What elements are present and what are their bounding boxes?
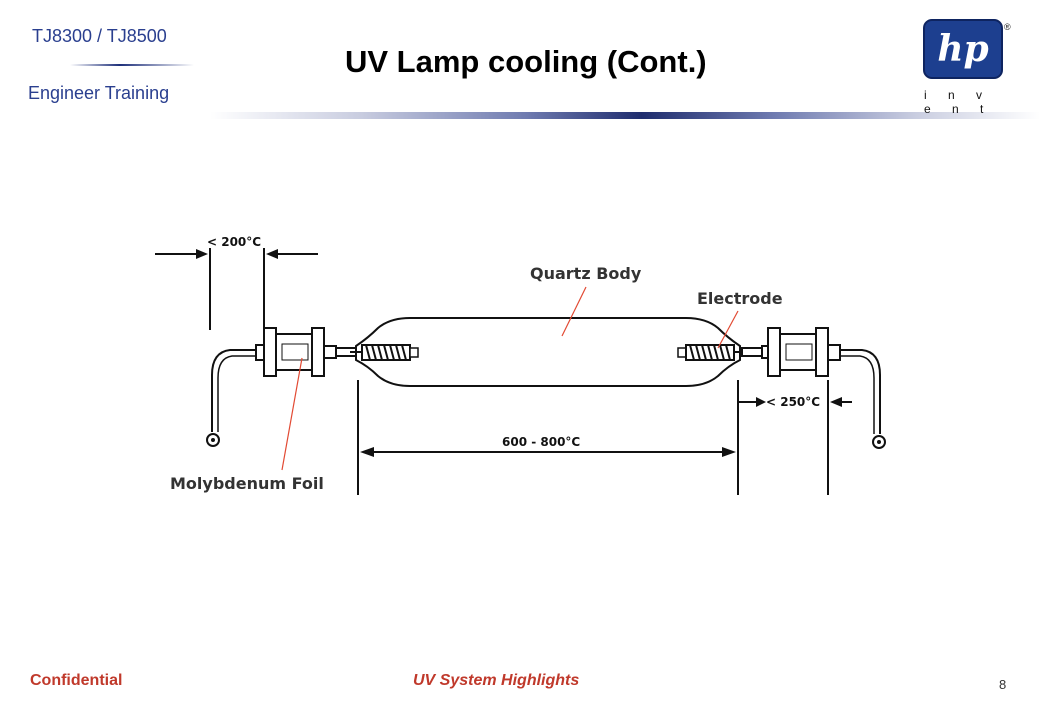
left-end-cap [255,327,357,377]
logo-tagline: i n v e n t [924,88,993,116]
section-title: UV System Highlights [413,672,580,689]
page-number: 8 [999,677,1007,692]
quartz-body-label: Quartz Body [530,264,642,283]
product-name: TJ8300 / TJ8500 [32,26,167,46]
header-gradient-band [210,112,1040,119]
molybdenum-foil-label: Molybdenum Foil [170,474,324,493]
hp-logo: hp ® i n v e n t [918,18,1018,116]
temp-left-label: < 200°C [207,235,261,249]
electrode-leader-line [717,310,739,349]
temp-body-label: 600 - 800°C [502,435,580,449]
temp-right-label: < 250°C [766,395,820,409]
arrowheads [196,249,842,457]
right-lead-wire [840,349,881,434]
foil-leader-line [281,357,303,471]
hp-badge-icon: hp [923,19,1003,79]
trademark-symbol: ® [1004,22,1011,32]
quartz-leader-line [561,286,587,337]
electrode-label: Electrode [697,289,783,308]
left-lead-wire [211,349,262,432]
quartz-envelope [355,317,741,387]
header-divider [70,64,194,66]
right-end-cap [741,327,841,377]
department-label: Engineer Training [28,83,170,103]
slide-title: UV Lamp cooling (Cont.) [345,44,707,79]
hp-badge-text: hp [937,28,988,70]
confidential-label: Confidential [30,672,123,689]
